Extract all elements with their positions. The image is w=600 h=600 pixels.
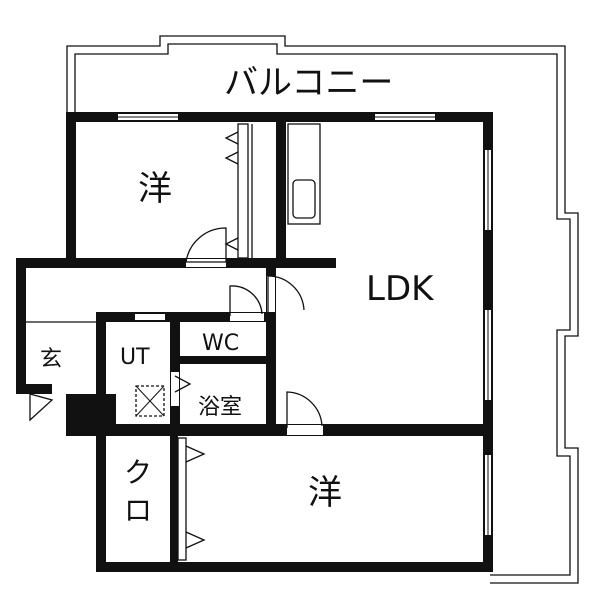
closet-doors-top [224,123,253,259]
label-entrance: 玄 [40,347,62,372]
kitchen-counter [287,123,321,225]
label-western-room-bottom: 洋 [308,473,342,513]
closet-label-char: ク [124,456,152,489]
label-closet: クロ [124,456,152,527]
closet-label-char: ロ [124,494,152,527]
windows [118,114,491,535]
walls [16,112,493,572]
washer-pan [135,385,165,417]
label-wc: WC [202,331,239,356]
doors [29,227,323,435]
label-balcony: バルコニー [224,63,393,103]
closet-doors-bottom [177,437,206,561]
label-bathroom: 浴室 [198,395,242,420]
label-utility: UT [120,345,150,370]
balcony-outline [66,35,579,584]
label-western-room-top: 洋 [138,169,172,209]
label-ldk: LDK [366,269,435,309]
